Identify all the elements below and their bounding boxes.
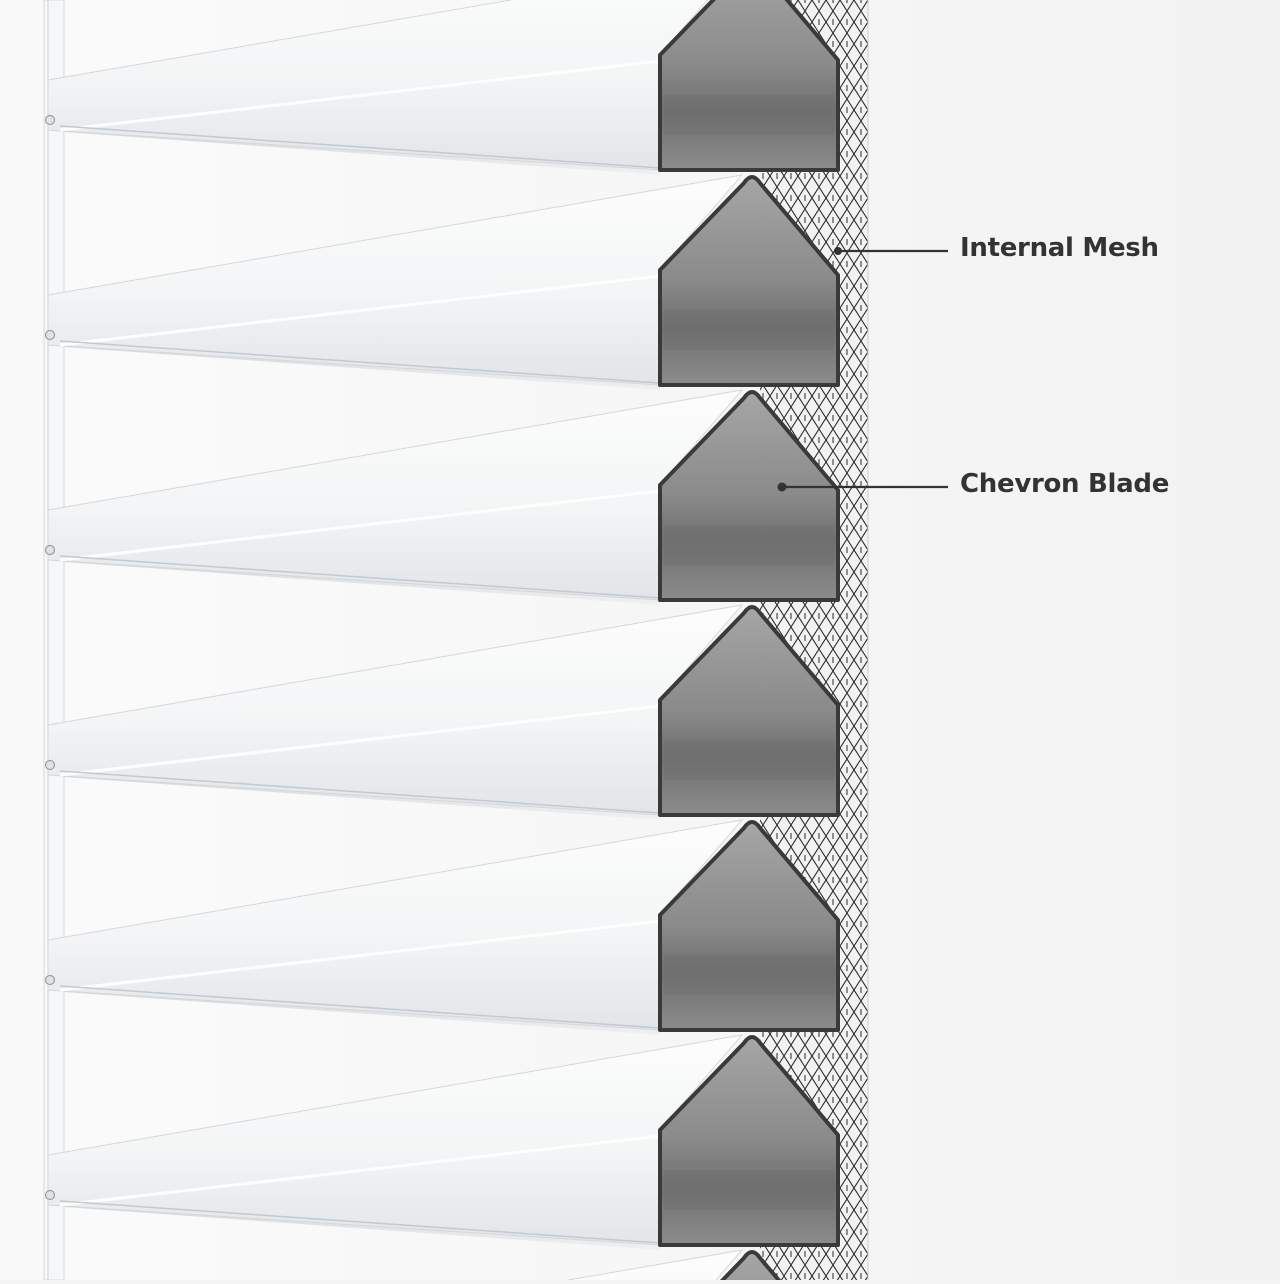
label-internal-mesh: Internal Mesh bbox=[960, 233, 1159, 263]
label-chevron-blade: Chevron Blade bbox=[960, 469, 1170, 499]
callout-internal-mesh-leader bbox=[834, 247, 948, 255]
chevron-blade bbox=[44, 604, 840, 820]
chevron-blade bbox=[44, 1034, 840, 1250]
rivet-icon bbox=[44, 974, 56, 986]
rivet-icon bbox=[44, 544, 56, 556]
chevron-blade bbox=[542, 1249, 785, 1284]
chevron-blade bbox=[44, 0, 840, 175]
rivet-icon bbox=[44, 114, 56, 126]
rivet-icon bbox=[44, 759, 56, 771]
chevron-blade bbox=[44, 819, 840, 1035]
rivet-icon bbox=[44, 1189, 56, 1201]
rivet-icon bbox=[44, 329, 56, 341]
callout-chevron-blade-leader bbox=[777, 482, 948, 492]
chevron-blade bbox=[44, 174, 840, 390]
chevron-blade bbox=[44, 389, 840, 605]
